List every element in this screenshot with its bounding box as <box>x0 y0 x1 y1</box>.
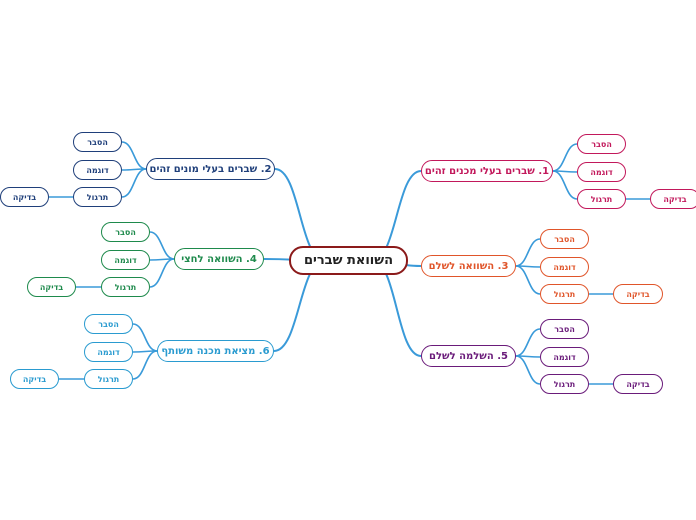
branch-3-topic[interactable]: 3. השוואה לשלם <box>421 255 516 277</box>
branch-4-practice[interactable]: תרגול <box>101 277 150 297</box>
link-branch-6-child-1 <box>132 323 158 352</box>
branch-4-check[interactable]: בדיקה <box>27 277 76 297</box>
link-branch-1-child-1 <box>552 143 578 172</box>
branch-1-practice[interactable]: תרגול <box>577 189 626 209</box>
branch-6-explanation[interactable]: הסבר <box>84 314 133 334</box>
branch-4-explanation[interactable]: הסבר <box>101 222 150 242</box>
branch-1-topic[interactable]: 1. שברים בעלי מכנים זהים <box>421 160 553 182</box>
link-branch-5-child-3 <box>515 355 541 385</box>
branch-2-practice[interactable]: תרגול <box>73 187 122 207</box>
link-branch-2-child-3 <box>121 168 147 198</box>
central-topic[interactable]: השוואת שברים <box>289 246 408 275</box>
branch-4-topic[interactable]: 4. השוואה לחצי <box>174 248 264 270</box>
link-branch-5-child-1 <box>515 328 541 357</box>
branch-1-check[interactable]: בדיקה <box>650 189 696 209</box>
link-branch-4-child-3 <box>149 258 175 288</box>
branch-5-example[interactable]: דוגמה <box>540 347 589 367</box>
branch-3-explanation[interactable]: הסבר <box>540 229 589 249</box>
branch-2-topic[interactable]: 2. שברים בעלי מונים זהים <box>146 158 275 180</box>
branch-5-topic[interactable]: 5. השלמה לשלם <box>421 345 516 367</box>
link-branch-6-child-3 <box>132 350 158 380</box>
branch-2-check[interactable]: בדיקה <box>0 187 49 207</box>
branch-6-check[interactable]: בדיקה <box>10 369 59 389</box>
branch-2-example[interactable]: דוגמה <box>73 160 122 180</box>
branch-6-practice[interactable]: תרגול <box>84 369 133 389</box>
link-branch-3-child-3 <box>515 265 541 295</box>
branch-6-example[interactable]: דוגמה <box>84 342 133 362</box>
branch-3-practice[interactable]: תרגול <box>540 284 589 304</box>
branch-5-practice[interactable]: תרגול <box>540 374 589 394</box>
branch-5-explanation[interactable]: הסבר <box>540 319 589 339</box>
link-branch-4-child-1 <box>149 231 175 260</box>
branch-3-example[interactable]: דוגמה <box>540 257 589 277</box>
link-branch-1-child-3 <box>552 170 578 200</box>
link-branch-3-child-1 <box>515 238 541 267</box>
branch-4-example[interactable]: דוגמה <box>101 250 150 270</box>
branch-1-example[interactable]: דוגמה <box>577 162 626 182</box>
branch-5-check[interactable]: בדיקה <box>613 374 663 394</box>
branch-1-explanation[interactable]: הסבר <box>577 134 626 154</box>
branch-6-topic[interactable]: 6. מציאת מכנה משותף <box>157 340 274 362</box>
branch-3-check[interactable]: בדיקה <box>613 284 663 304</box>
link-branch-2-child-1 <box>121 141 147 170</box>
branch-2-explanation[interactable]: הסבר <box>73 132 122 152</box>
